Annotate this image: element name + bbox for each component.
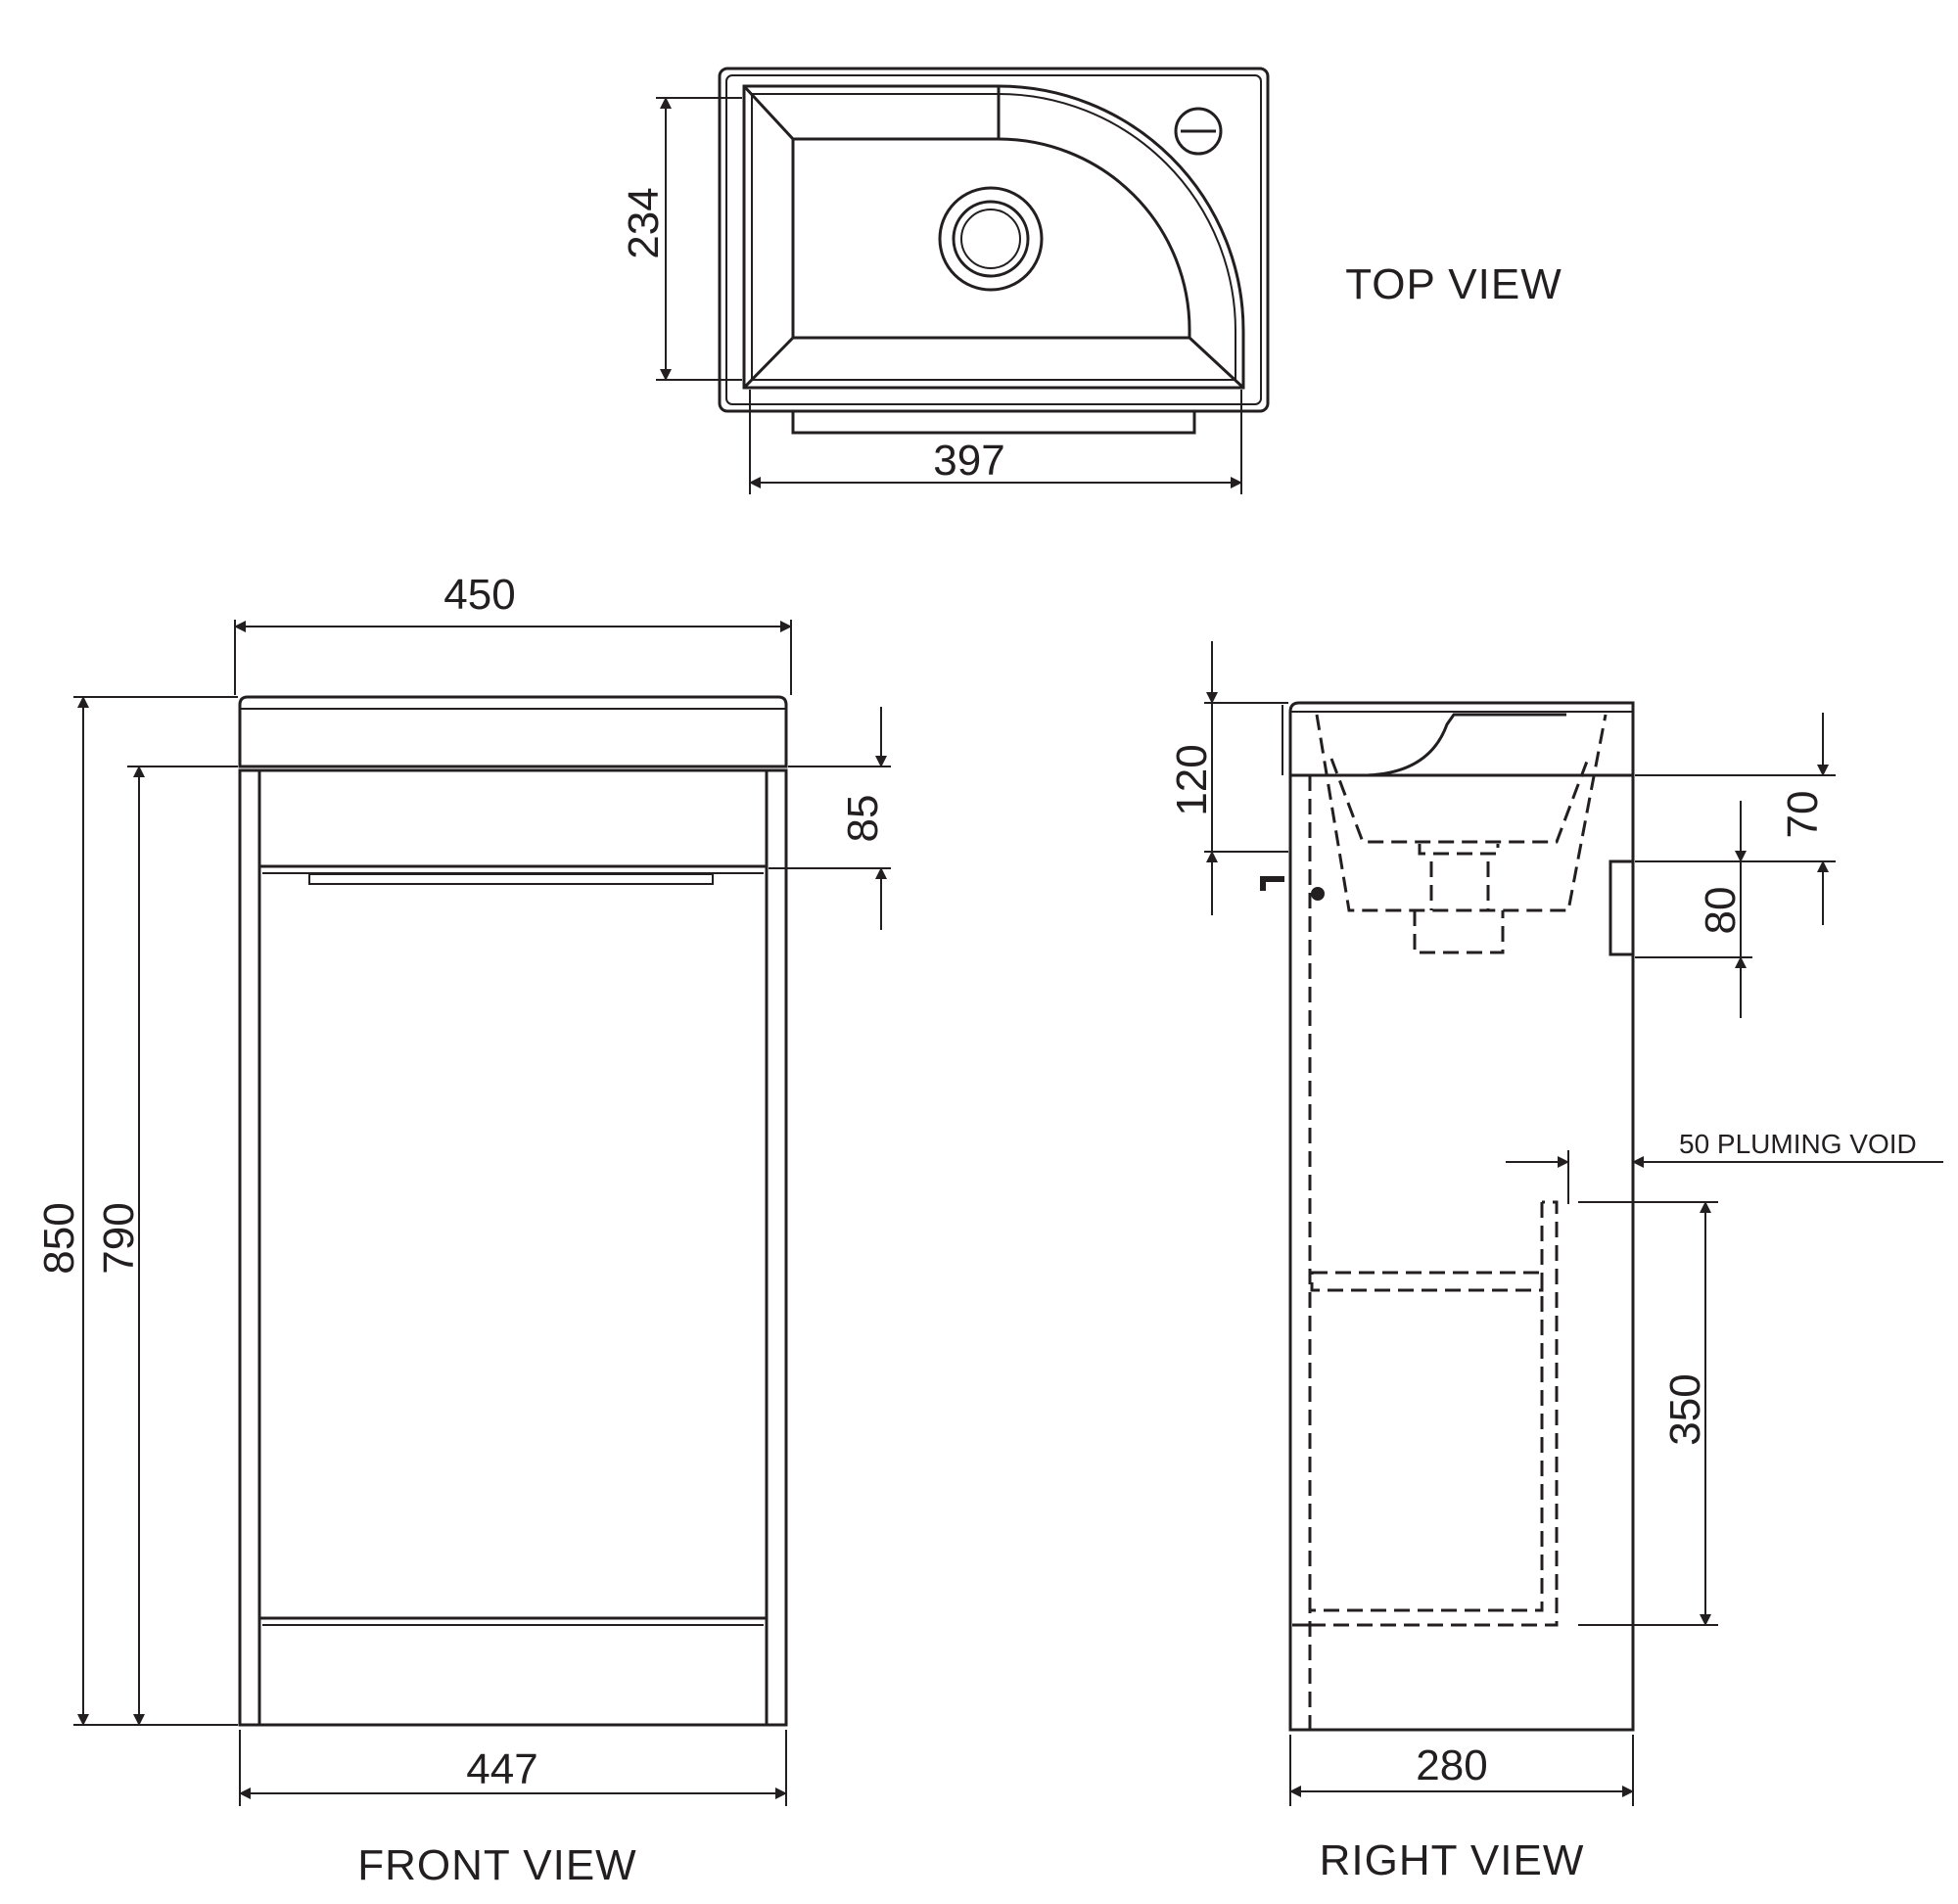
front-basin-top <box>238 695 788 768</box>
tap-hole-icon <box>1174 107 1223 156</box>
dim-120-label: 120 <box>1168 744 1216 815</box>
right-waste-trap-hidden <box>1413 910 1505 954</box>
dim-790-label: 790 <box>95 1202 143 1274</box>
right-basin-top <box>1288 701 1635 777</box>
top-bowl-corner-line <box>1188 336 1245 390</box>
top-bowl-corner-line <box>742 336 795 390</box>
right-plumbing-void-inner-hidden <box>1310 1202 1544 1612</box>
top-overflow-lip <box>791 409 1196 435</box>
right-bowl-outer-hidden <box>1315 714 1608 912</box>
dim-85-label: 85 <box>839 795 887 843</box>
top-view-label: TOP VIEW <box>1345 260 1562 308</box>
right-overflow-notch <box>1608 859 1635 956</box>
top-basin-rim-inner <box>751 93 1236 381</box>
right-shelf-hidden <box>1310 1271 1544 1292</box>
right-view: 120 70 80 50 PLUMING VOID 350 280 RIGHT … <box>1168 641 1943 1884</box>
top-bowl-floor <box>791 137 1191 340</box>
waste-outlet-core-icon <box>960 209 1021 269</box>
top-view: 234 397 TOP VIEW <box>620 67 1562 494</box>
top-outer-outline <box>718 67 1270 413</box>
dim-447-label: 447 <box>466 1745 537 1793</box>
dim-234-label: 234 <box>620 187 668 258</box>
dim-70-label: 70 <box>1779 791 1827 839</box>
top-bowl-corner-line <box>742 84 795 141</box>
top-basin-rim <box>742 84 1245 390</box>
front-door <box>257 864 769 1620</box>
dim-50-void-label: 50 PLUMING VOID <box>1679 1129 1917 1159</box>
dim-80-label: 80 <box>1697 887 1745 935</box>
door-hinge-pin-icon <box>1311 887 1325 901</box>
right-waste-top-hidden <box>1418 844 1500 856</box>
waste-outlet-icon <box>938 186 1044 292</box>
dim-850-label: 850 <box>35 1202 83 1274</box>
right-bowl-inner-hidden <box>1329 758 1590 844</box>
top-outer-inner-edge <box>725 74 1262 405</box>
front-view-label: FRONT VIEW <box>357 1841 636 1889</box>
right-bowl-profile <box>1365 713 1566 777</box>
dim-350-label: 350 <box>1661 1373 1709 1445</box>
front-view: 450 850 790 85 447 FRONT VIEW <box>35 571 891 1889</box>
right-view-label: RIGHT VIEW <box>1320 1836 1585 1884</box>
dim-397-label: 397 <box>933 437 1004 485</box>
dim-280-label: 280 <box>1416 1741 1487 1789</box>
door-hinge-icon <box>1260 876 1284 891</box>
dim-450-label: 450 <box>443 571 515 619</box>
right-plumbing-void-hidden <box>1310 1200 1559 1627</box>
waste-outlet-inner-icon <box>952 200 1030 278</box>
door-handle[interactable] <box>308 873 714 885</box>
right-carcass <box>1288 773 1635 1732</box>
front-carcass <box>238 768 788 1727</box>
